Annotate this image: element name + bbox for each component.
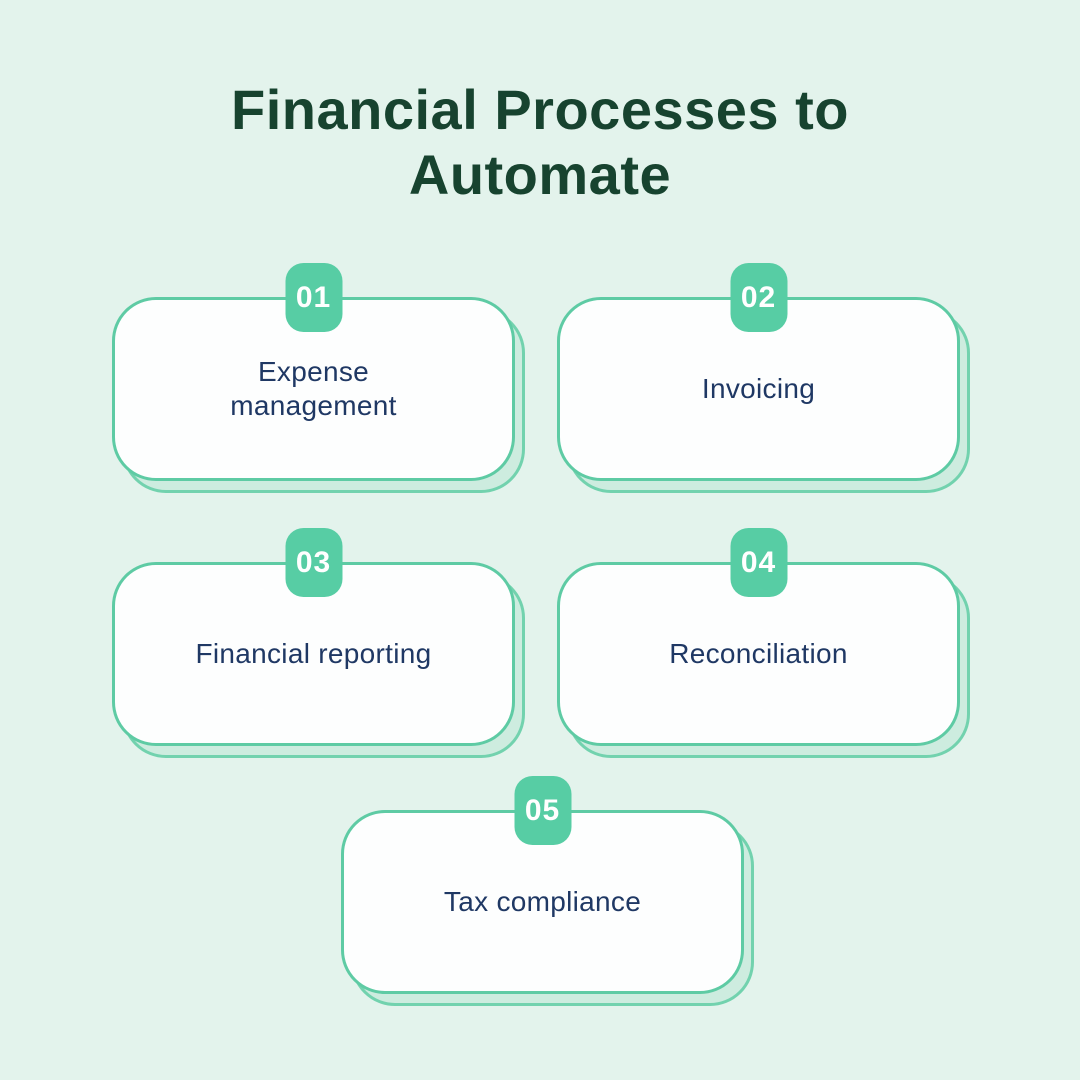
number-badge: 04 bbox=[730, 528, 787, 597]
process-card-3: Financial reporting 03 bbox=[112, 528, 525, 758]
number-badge: 03 bbox=[285, 528, 342, 597]
badge-number: 05 bbox=[524, 793, 561, 827]
badge-number: 01 bbox=[295, 280, 332, 314]
process-label: Expense management bbox=[230, 356, 397, 421]
process-card-1: Expense management 01 bbox=[112, 263, 525, 493]
badge-number: 04 bbox=[740, 545, 777, 579]
process-label: Invoicing bbox=[701, 373, 816, 405]
process-card-2: Invoicing 02 bbox=[557, 263, 970, 493]
number-badge: 05 bbox=[514, 776, 571, 845]
card-face: Financial reporting bbox=[112, 562, 515, 746]
number-badge: 01 bbox=[285, 263, 342, 332]
badge-number: 03 bbox=[295, 545, 332, 579]
number-badge: 02 bbox=[730, 263, 787, 332]
process-label: Financial reporting bbox=[195, 638, 432, 670]
process-card-4: Reconciliation 04 bbox=[557, 528, 970, 758]
process-card-5: Tax compliance 05 bbox=[341, 776, 754, 1006]
badge-number: 02 bbox=[740, 280, 777, 314]
page-title: Financial Processes to Automate bbox=[0, 78, 1080, 208]
process-label: Tax compliance bbox=[443, 886, 642, 918]
page-title-text: Financial Processes to Automate bbox=[231, 78, 849, 206]
card-face: Tax compliance bbox=[341, 810, 744, 994]
process-label: Reconciliation bbox=[669, 638, 848, 670]
